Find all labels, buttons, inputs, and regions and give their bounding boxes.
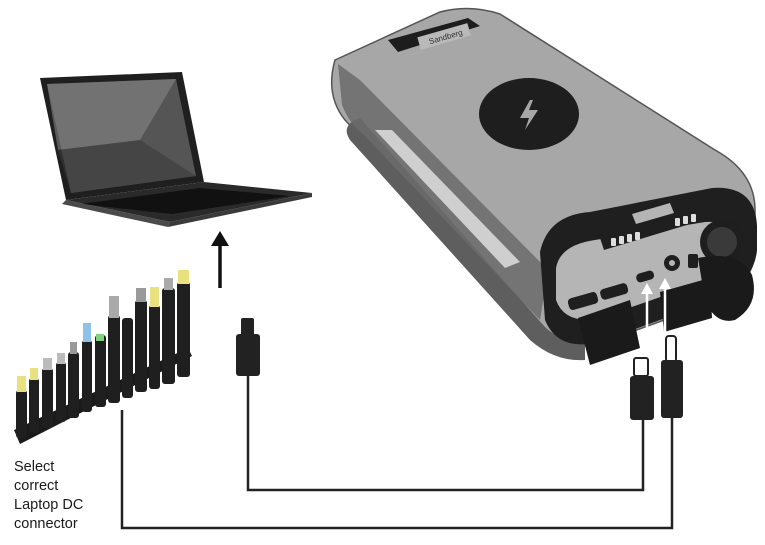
dc-plug-right [661, 335, 683, 418]
ac-socket [700, 220, 744, 264]
lightning-icon [520, 100, 538, 130]
caption-line: Laptop DC [14, 497, 84, 513]
usb-c-cable [246, 376, 645, 492]
plug-in-arrows [645, 285, 667, 345]
power-bank: Sandberg [330, 7, 757, 365]
ac-flap [698, 256, 754, 321]
port-flap [578, 300, 640, 365]
laptop [40, 72, 312, 227]
caption-line: correct [14, 478, 59, 494]
caption-line: Select [14, 459, 55, 475]
caption: Select correct Laptop DC connector [14, 458, 144, 534]
ports [567, 254, 698, 310]
dc-connector-tips [14, 270, 192, 444]
usb-c-plug-left [236, 318, 260, 376]
cables [120, 376, 674, 530]
port-flap [660, 278, 712, 332]
dc-cable [120, 410, 674, 530]
battery-leds [611, 214, 696, 246]
usb-c-plug-right [630, 357, 654, 420]
arrow-up-icon [211, 231, 229, 288]
caption-line: connector [14, 516, 78, 532]
